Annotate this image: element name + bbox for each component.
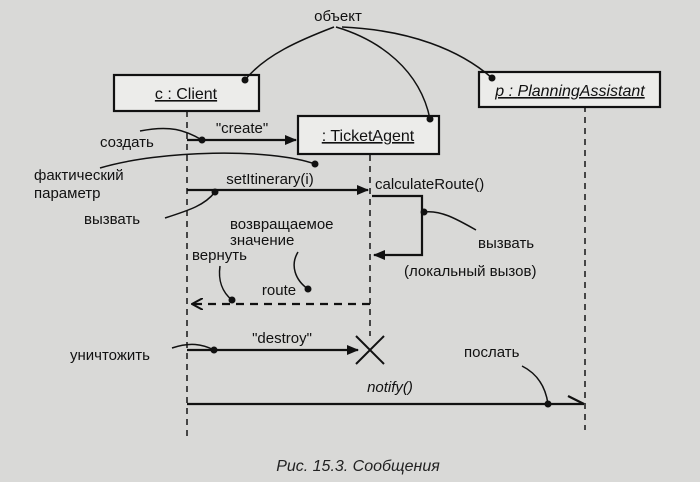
annotation-actual-parameter-line2: параметр: [34, 185, 101, 202]
annotation-send-leader: [521, 365, 549, 405]
annotation-send-dot: [544, 400, 552, 408]
destroy-x-mark: [355, 335, 385, 365]
message-destroy-label: "destroy": [252, 330, 312, 347]
figure-caption: Рис. 15.3. Сообщения: [276, 458, 440, 475]
annotation-actual-parameter-dot: [311, 160, 319, 168]
annotation-return-dot: [228, 296, 236, 304]
annotation-call-leader: [164, 191, 216, 219]
message-setitinerary-label: setItinerary(i): [226, 171, 314, 188]
message-calculateroute-label: calculateRoute(): [375, 176, 484, 193]
annotation-destroy-dot: [210, 346, 218, 354]
annotation-return: вернуть: [192, 247, 247, 264]
object-client: c : Client: [112, 73, 261, 113]
annotation-create: создать: [100, 134, 154, 151]
annotation-return-value-line2: значение: [230, 232, 294, 249]
object-planningassistant: p : PlanningAssistant: [477, 70, 662, 109]
annotation-object-dot-ticketagent: [426, 115, 434, 123]
annotation-object-dot-planning: [488, 74, 496, 82]
annotation-actual-parameter-leader: [99, 152, 316, 169]
annotation-local-call: (локальный вызов): [404, 263, 536, 280]
annotation-return-value-leader: [293, 251, 309, 290]
annotation-destroy: уничтожить: [70, 347, 150, 364]
annotation-return-value-line1: возвращаемое: [230, 216, 334, 233]
annotation-object-dot-client: [241, 76, 249, 84]
annotation-return-leader: [218, 265, 233, 301]
annotation-object-leader-planning: [341, 26, 493, 79]
annotation-call-local-dot: [420, 208, 428, 216]
object-planningassistant-label: p : PlanningAssistant: [494, 83, 645, 100]
object-client-label: c : Client: [155, 86, 218, 103]
message-create-label: "create": [216, 120, 268, 137]
object-ticketagent-label: : TicketAgent: [322, 128, 415, 145]
message-notify-label: notify(): [367, 379, 413, 396]
annotation-object-leader-client: [244, 26, 335, 81]
annotation-create-dot: [198, 136, 206, 144]
annotation-create-leader: [139, 127, 203, 141]
message-calculateroute-arrow: [372, 194, 424, 260]
object-ticketagent: : TicketAgent: [296, 114, 441, 156]
annotation-send: послать: [464, 344, 520, 361]
annotation-call: вызвать: [84, 211, 140, 228]
annotation-call-local-leader: [423, 210, 477, 231]
annotation-object-leader-ticketagent: [335, 26, 431, 120]
message-return-route-label: route: [262, 282, 296, 299]
annotation-call-dot: [211, 188, 219, 196]
annotation-actual-parameter-line1: фактический: [34, 167, 124, 184]
annotation-object: объект: [314, 8, 362, 25]
annotation-return-value-dot: [304, 285, 312, 293]
message-notify-halfhead: [567, 395, 585, 405]
annotation-call-local: вызвать: [478, 235, 534, 252]
